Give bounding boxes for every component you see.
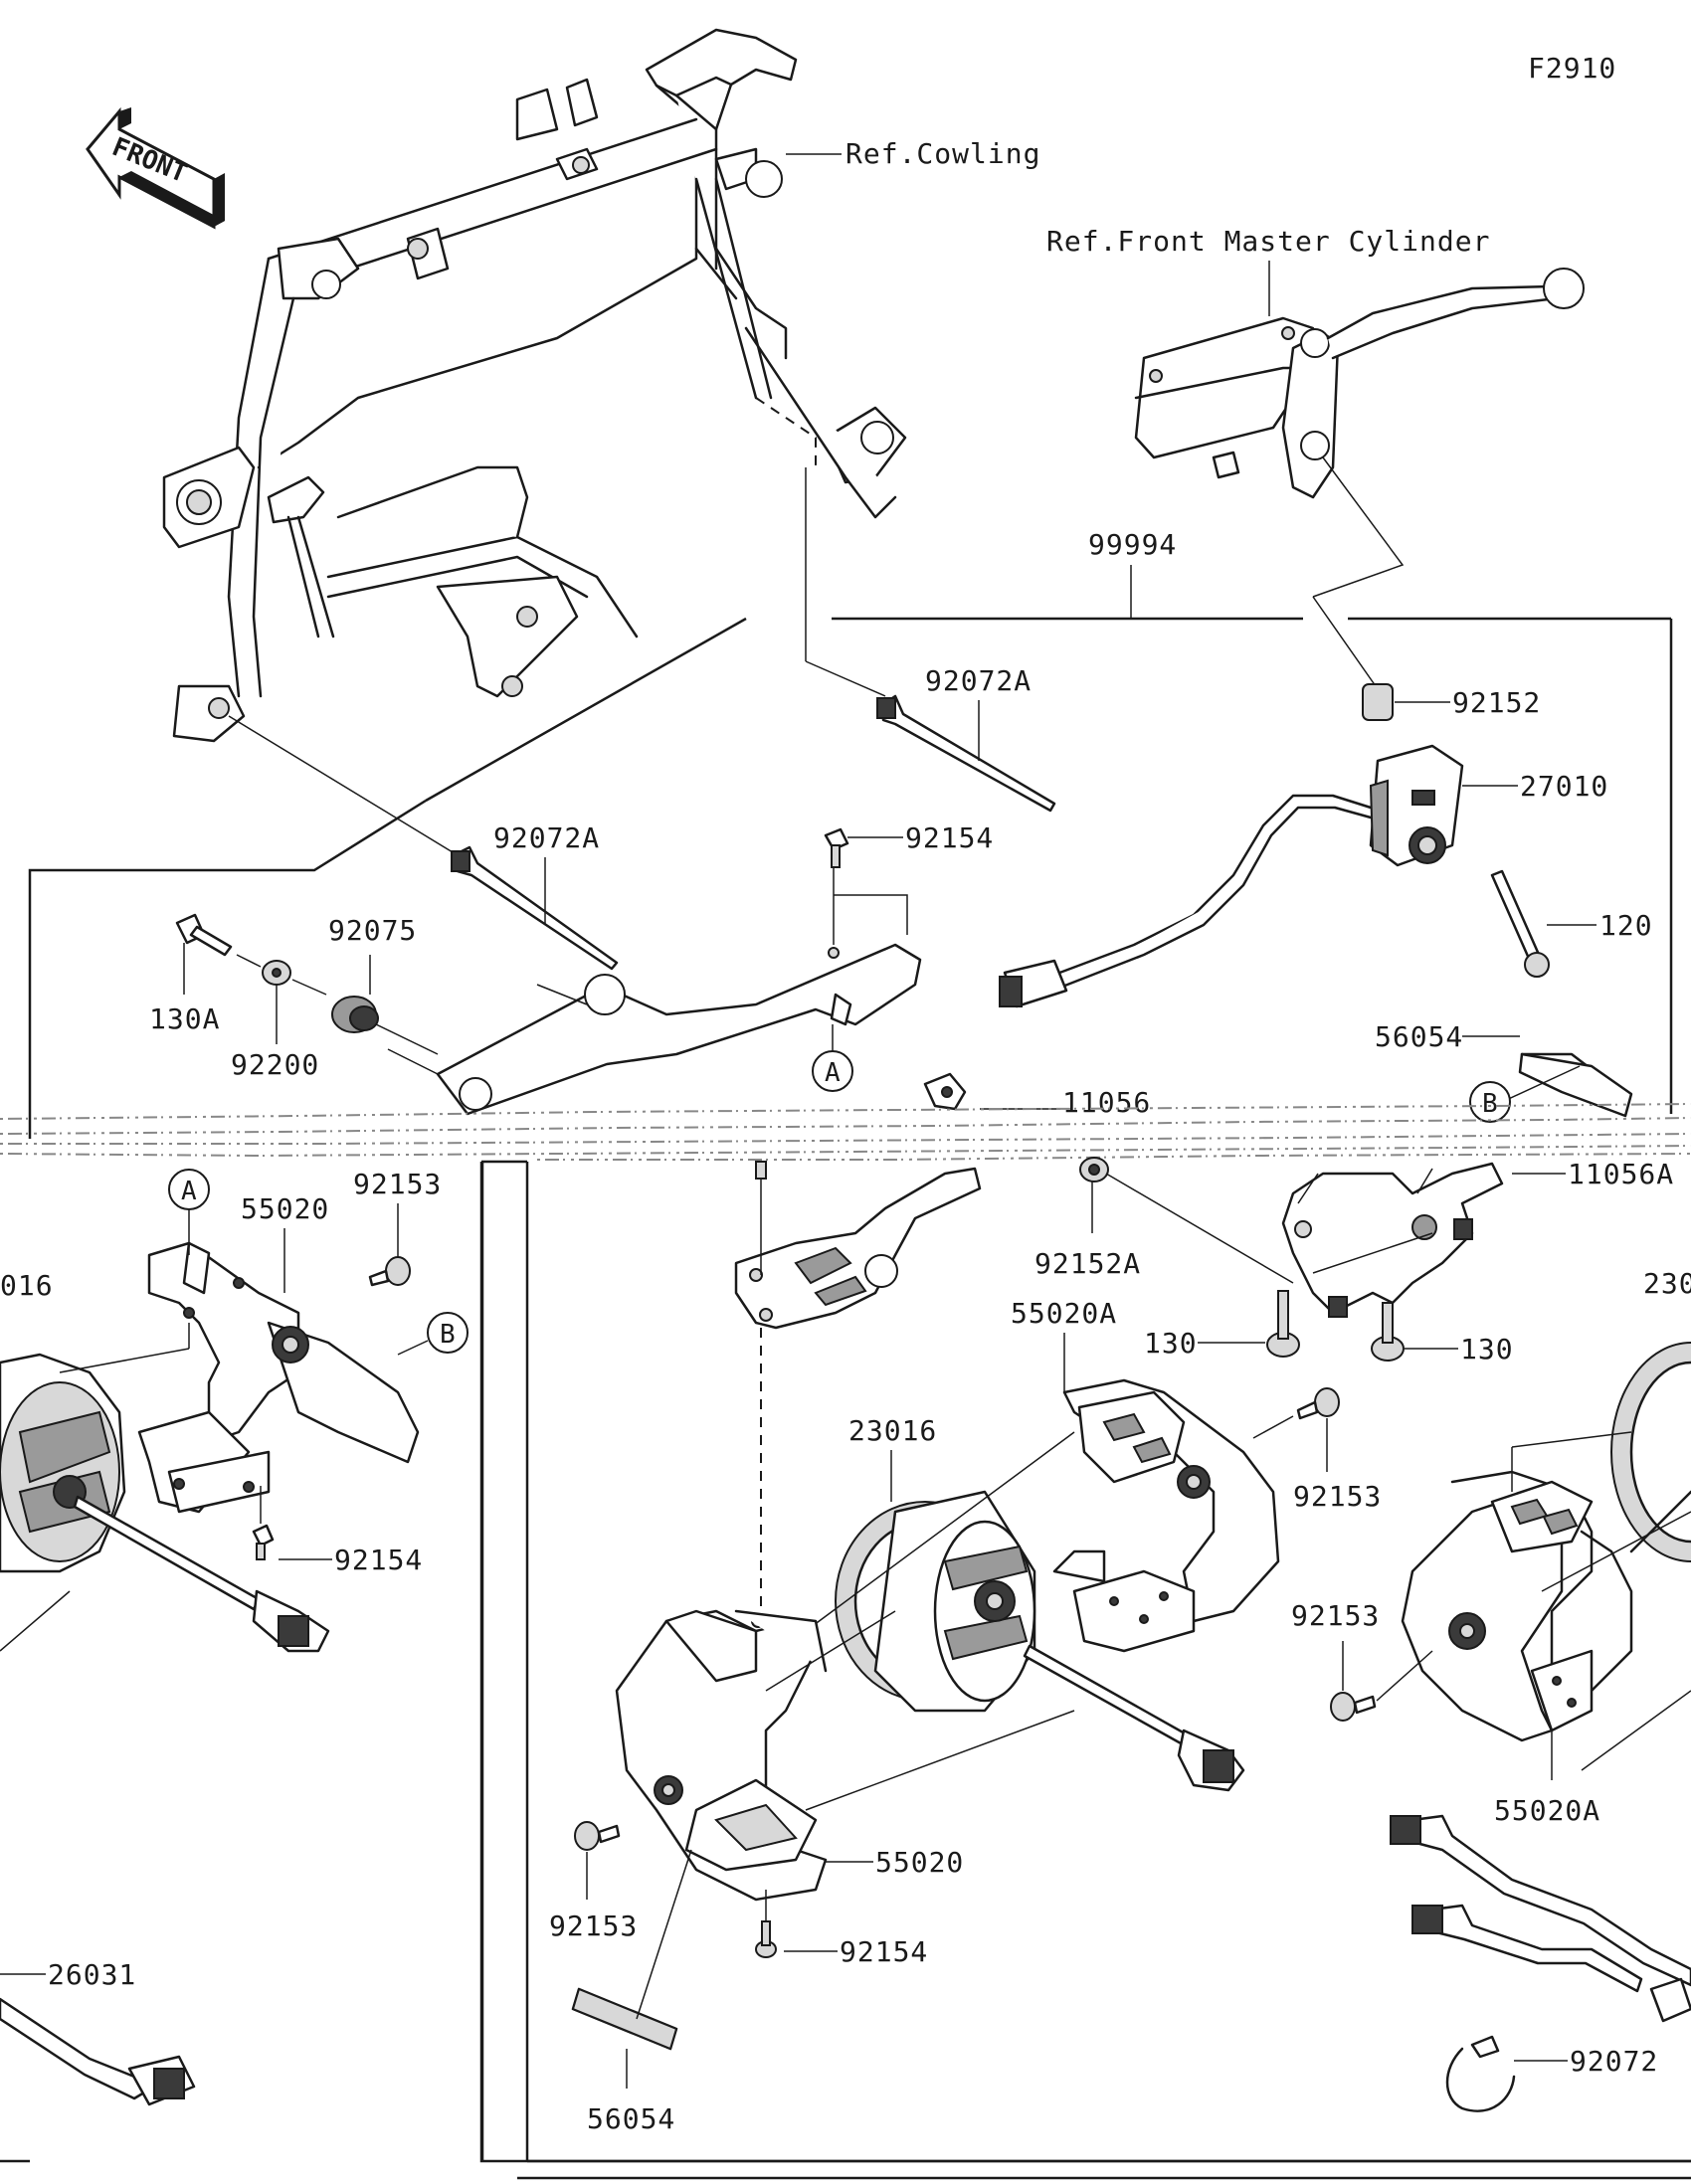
switch-27010 <box>999 744 1464 1008</box>
callout-26031: 26031 <box>48 1958 136 1991</box>
diagram-code: F2910 <box>1528 52 1616 85</box>
callout-130-b: 130 <box>1460 1333 1514 1365</box>
spacer-92152A-icon <box>1079 1157 1109 1183</box>
callout-27010: 27010 <box>1520 770 1608 803</box>
callout-130-a: 130 <box>1144 1327 1198 1360</box>
ref-master-cylinder-label: Ref.Front Master Cylinder <box>1046 225 1490 258</box>
callout-92072A-lower: 92072A <box>493 821 600 854</box>
bolt-130-a-icon <box>1266 1290 1300 1358</box>
callout-55020A-center: 55020A <box>1011 1297 1117 1330</box>
callout-55020-left: 55020 <box>241 1192 329 1225</box>
cable-tie-92072A-lower <box>451 845 619 971</box>
cable-tie-92072A-upper <box>876 694 1056 813</box>
callout-56054-lower: 56054 <box>587 2102 675 2135</box>
clip-11056-icon <box>923 1072 967 1111</box>
ref-cowling-label: Ref.Cowling <box>846 137 1040 170</box>
callout-92154-upper: 92154 <box>905 821 994 854</box>
callout-92200: 92200 <box>231 1048 319 1081</box>
lamp-23016 <box>835 1490 1245 1792</box>
marker-a-top-label: A <box>825 1058 841 1088</box>
bolt-130-b-icon <box>1371 1302 1405 1362</box>
screw-92153-center-icon <box>1296 1387 1340 1420</box>
bracket-11056A <box>1281 1162 1504 1318</box>
callout-92072A-upper: 92072A <box>925 664 1032 697</box>
bracket-55020-center <box>615 1609 828 1902</box>
callout-120: 120 <box>1599 909 1653 942</box>
callout-11056A: 11056A <box>1568 1158 1674 1190</box>
callout-230: 230 <box>1643 1267 1691 1300</box>
callout-11056: 11056 <box>1062 1086 1151 1119</box>
lamp-assembly-right <box>1401 1342 1691 1742</box>
callout-23016: 23016 <box>848 1414 937 1447</box>
callout-92153-right: 92153 <box>1291 1599 1380 1632</box>
callout-99994: 99994 <box>1088 528 1177 561</box>
callout-92154-left: 92154 <box>334 1544 423 1576</box>
harness-26031 <box>0 1997 196 2106</box>
marker-b-top-label: B <box>1482 1089 1498 1119</box>
harness-right <box>1390 1814 1691 2023</box>
screw-92154-upper-icon <box>824 827 849 868</box>
callout-55020A-right: 55020A <box>1494 1794 1600 1827</box>
screw-92153-lower-left-icon <box>574 1821 621 1851</box>
screw-92153-left-icon <box>368 1256 411 1287</box>
sticker-56054-upper-icon <box>1518 1052 1633 1118</box>
callout-130A: 130A <box>149 1002 220 1035</box>
screw-92153-right-icon <box>1330 1692 1377 1722</box>
scan-break <box>0 1103 1691 1161</box>
callout-92153-center: 92153 <box>1293 1480 1382 1513</box>
callout-92152: 92152 <box>1452 686 1541 719</box>
callout-92152A: 92152A <box>1034 1247 1141 1280</box>
marker-b-left <box>427 1312 469 1354</box>
screw-120-icon <box>1490 869 1550 978</box>
spacer-92152-icon <box>1362 683 1394 721</box>
callout-92075: 92075 <box>328 914 417 947</box>
frame-subframe <box>162 28 907 743</box>
front-master-cylinder <box>1134 268 1585 499</box>
callout-56054-upper: 56054 <box>1375 1020 1463 1053</box>
bracket-55020A-center <box>1052 1378 1280 1653</box>
lamp-assembly-left <box>0 1241 420 1653</box>
marker-b-top <box>1469 1081 1511 1123</box>
mounting-bar-lower <box>734 1161 982 1330</box>
callout-55020-center: 55020 <box>875 1846 964 1879</box>
screw-92154-left-icon <box>252 1524 275 1560</box>
marker-a-left-label: A <box>181 1177 197 1206</box>
cable-tie-92072-icon <box>1445 2035 1516 2112</box>
callout-92154-center: 92154 <box>840 1935 928 1968</box>
callout-92153-left: 92153 <box>353 1168 442 1200</box>
screw-92154-center-icon <box>755 1920 777 1958</box>
callout-92153-lower-left: 92153 <box>549 1910 638 1942</box>
mounting-bar-upper <box>436 943 922 1116</box>
bolt-130A-icon <box>175 913 233 957</box>
marker-b-left-label: B <box>440 1320 456 1350</box>
callout-016: 016 <box>0 1269 54 1302</box>
callout-92072: 92072 <box>1570 2045 1658 2078</box>
sticker-56054-lower-icon <box>571 1987 678 2051</box>
grommet-92075-icon <box>331 996 379 1033</box>
front-arrow-icon: FRONT <box>86 106 225 230</box>
